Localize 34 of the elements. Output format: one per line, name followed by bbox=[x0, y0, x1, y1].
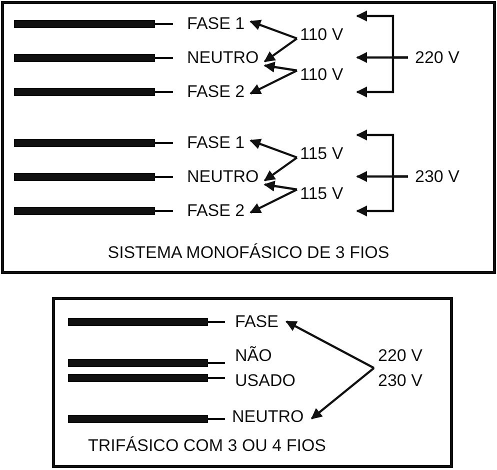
voltage-label: 230 V bbox=[415, 168, 460, 185]
wire-label: USADO bbox=[235, 372, 296, 389]
arrow bbox=[264, 62, 298, 72]
panel-label: SISTEMA MONOFÁSICO DE 3 FIOS bbox=[106, 244, 390, 261]
arrow bbox=[250, 138, 298, 159]
voltage-label: 230 V bbox=[378, 370, 422, 392]
wire-label: FASE 2 bbox=[187, 202, 245, 219]
wire-label: NEUTRO bbox=[187, 49, 259, 66]
wire-label: FASE 1 bbox=[187, 15, 245, 32]
voltage-label: 220 V bbox=[378, 345, 422, 367]
panel bbox=[1, 1, 496, 274]
wire-label: NÃO bbox=[235, 347, 272, 364]
arrow bbox=[250, 188, 298, 214]
wire-label: NEUTRO bbox=[232, 408, 304, 425]
voltage-label: 115 V bbox=[300, 145, 344, 162]
arrow bbox=[250, 70, 298, 94]
voltage-label: 115 V bbox=[300, 185, 344, 202]
voltage-label: 220 V bbox=[415, 49, 460, 66]
arrow bbox=[356, 175, 408, 216]
wire-label: FASE bbox=[235, 313, 278, 330]
arrow bbox=[264, 180, 298, 192]
arrow bbox=[264, 156, 298, 182]
voltage-label: 110 V bbox=[300, 66, 344, 83]
wire-label: FASE 1 bbox=[187, 134, 245, 151]
arrow bbox=[250, 20, 298, 40]
wire-label: FASE 2 bbox=[187, 83, 245, 100]
arrow bbox=[286, 320, 375, 369]
wire-label: NEUTRO bbox=[187, 168, 259, 185]
arrow bbox=[310, 367, 375, 420]
voltage-label: 110 V bbox=[300, 26, 344, 43]
arrow bbox=[264, 38, 298, 62]
panel bbox=[52, 297, 453, 468]
arrow bbox=[356, 56, 408, 98]
panel-label: TRIFÁSICO COM 3 OU 4 FIOS bbox=[88, 437, 326, 454]
